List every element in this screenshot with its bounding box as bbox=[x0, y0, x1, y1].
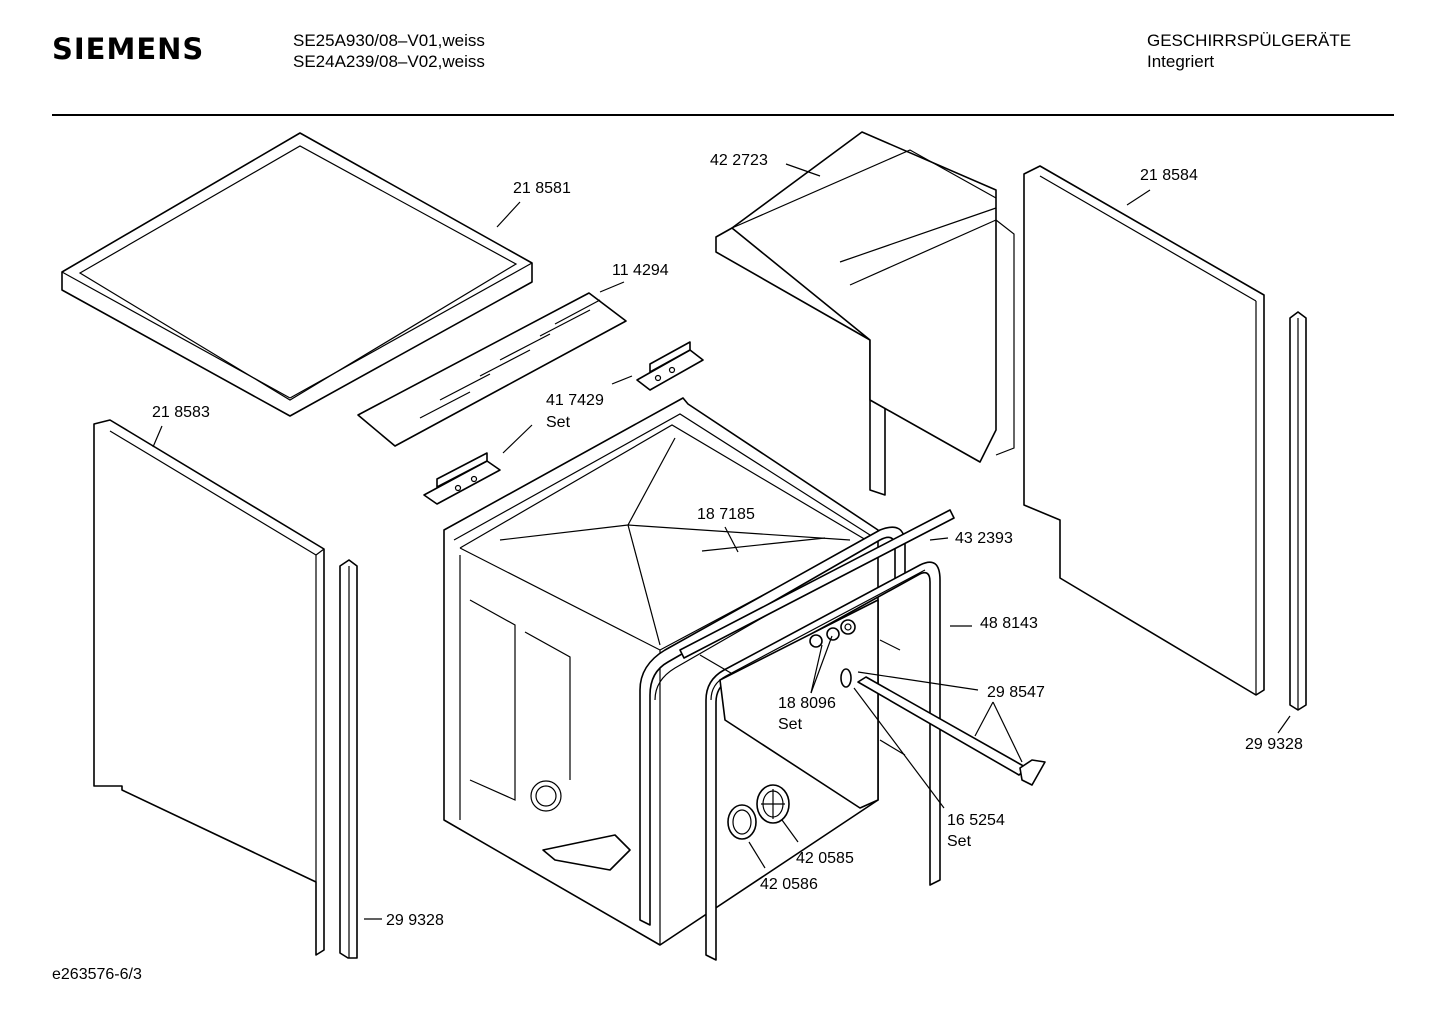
part-label: 48 8143 bbox=[980, 615, 1038, 632]
part-label: 29 8547 bbox=[987, 684, 1045, 701]
part-label: 21 8584 bbox=[1140, 167, 1198, 184]
left-side-panel bbox=[93, 419, 325, 956]
door-hinge-rod bbox=[857, 676, 1046, 786]
insulation-sheet bbox=[357, 292, 627, 447]
right-trim-strip bbox=[1289, 311, 1307, 711]
part-label: 41 7429 bbox=[546, 392, 604, 409]
model-2: SE24A239/08–V02,weiss bbox=[293, 52, 485, 71]
right-side-panel bbox=[1023, 165, 1265, 696]
category-block: GESCHIRRSPÜLGERÄTE Integriert bbox=[1147, 30, 1351, 72]
category-title: GESCHIRRSPÜLGERÄTE bbox=[1147, 31, 1352, 50]
document-code: e263576-6/3 bbox=[52, 966, 142, 983]
part-label: 42 0586 bbox=[760, 876, 818, 893]
part-label: 42 2723 bbox=[710, 152, 768, 169]
part-labels: 21 8581 11 4294 41 7429 Set 21 8583 42 2… bbox=[152, 152, 1303, 929]
part-label: 43 2393 bbox=[955, 530, 1013, 547]
part-label-note: Set bbox=[778, 716, 803, 733]
part-label: 29 9328 bbox=[1245, 736, 1303, 753]
top-panel bbox=[61, 132, 533, 417]
brand-logo: SIEMENS bbox=[52, 32, 205, 66]
mounting-bracket-upper bbox=[636, 341, 704, 391]
gasket-ring-large bbox=[756, 784, 790, 824]
gasket-ring-small bbox=[727, 804, 757, 840]
part-label: 11 4294 bbox=[612, 262, 669, 279]
part-label: 29 9328 bbox=[386, 912, 444, 929]
model-list: SE25A930/08–V01,weiss SE24A239/08–V02,we… bbox=[293, 30, 485, 72]
part-label: 18 8096 bbox=[778, 695, 836, 712]
seal-strip bbox=[679, 509, 955, 659]
category-subtitle: Integriert bbox=[1147, 52, 1215, 71]
part-label: 21 8583 bbox=[152, 404, 210, 421]
mounting-bracket-lower bbox=[423, 452, 501, 505]
leader-lines bbox=[152, 163, 1291, 920]
part-label-note: Set bbox=[546, 414, 571, 431]
part-label: 18 7185 bbox=[697, 506, 755, 523]
rear-duct-frame bbox=[715, 131, 1015, 496]
left-trim-strip bbox=[339, 559, 358, 959]
base-plate bbox=[719, 599, 906, 809]
part-label-note: Set bbox=[947, 833, 972, 850]
hose-fittings bbox=[809, 619, 856, 688]
part-label: 21 8581 bbox=[513, 180, 571, 197]
header-divider bbox=[52, 114, 1394, 116]
model-1: SE25A930/08–V01,weiss bbox=[293, 31, 485, 50]
part-label: 42 0585 bbox=[796, 850, 854, 867]
part-label: 16 5254 bbox=[947, 812, 1005, 829]
